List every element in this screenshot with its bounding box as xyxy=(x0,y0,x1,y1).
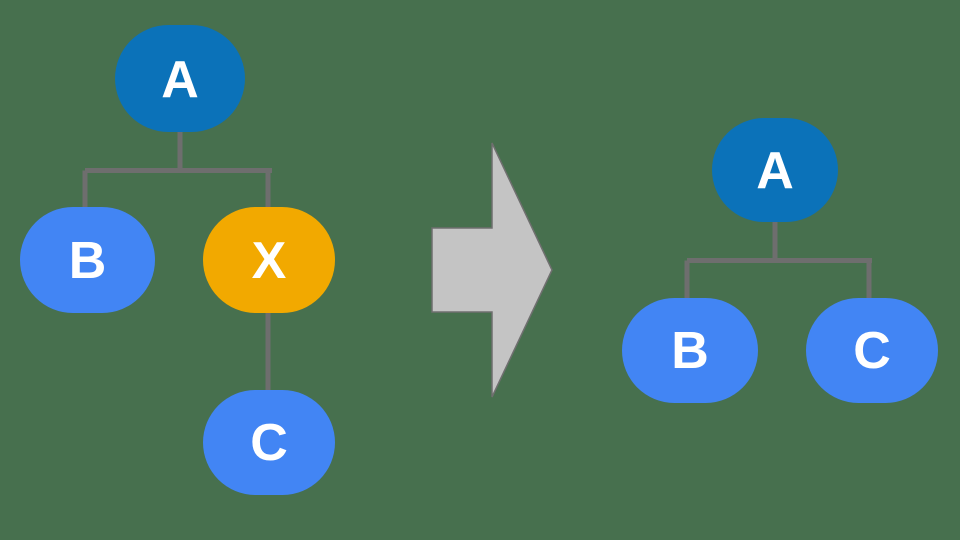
node-b-after[interactable]: B xyxy=(622,298,758,403)
node-b-label: B xyxy=(69,232,107,290)
node-x[interactable]: X xyxy=(203,207,335,313)
node-a-label: A xyxy=(161,51,199,109)
edge-a2-to-b2-and-c2 xyxy=(684,218,872,305)
node-c-after[interactable]: C xyxy=(806,298,938,403)
node-b-after-label: B xyxy=(671,322,709,380)
node-x-shape xyxy=(203,207,335,313)
node-x-label: X xyxy=(252,232,287,290)
node-a[interactable]: A xyxy=(115,25,245,132)
node-c[interactable]: C xyxy=(203,390,335,495)
transform-arrow xyxy=(431,142,553,398)
node-a-after[interactable]: A xyxy=(712,118,838,222)
node-c-after-label: C xyxy=(853,322,891,380)
node-b-after-shape xyxy=(622,298,758,403)
transform-arrow-icon xyxy=(431,142,553,398)
after-connectors xyxy=(684,218,872,305)
node-c-after-shape xyxy=(806,298,938,403)
node-c-label: C xyxy=(250,414,288,472)
node-a-after-label: A xyxy=(756,142,794,200)
node-a-after-shape xyxy=(712,118,838,222)
before-connectors xyxy=(82,128,272,398)
node-c-shape xyxy=(203,390,335,495)
node-a-shape xyxy=(115,25,245,132)
node-b-shape xyxy=(20,207,155,313)
after-tree: A B C xyxy=(622,118,938,403)
edge-a-to-b-and-x xyxy=(82,128,272,215)
node-b[interactable]: B xyxy=(20,207,155,313)
before-tree: A B X C xyxy=(20,25,335,495)
